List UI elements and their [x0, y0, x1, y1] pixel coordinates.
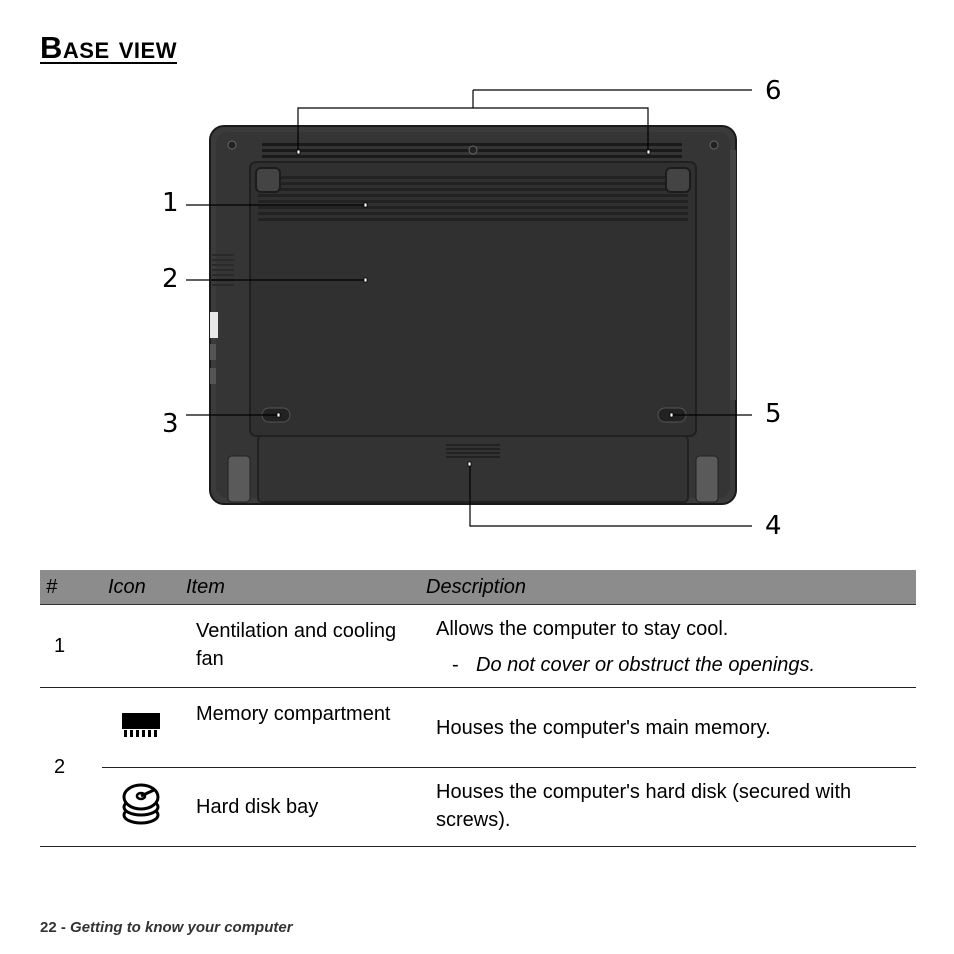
base-view-table: # Icon Item Description 1 Ventilation an… — [40, 570, 916, 847]
laptop-base-illustration — [186, 89, 752, 527]
table-row: 2 Memory compartment Houses the computer… — [40, 687, 916, 847]
footer-separator: - — [56, 919, 71, 936]
description-text: Allows the computer to stay cool. — [436, 618, 729, 640]
header-item: Item — [180, 570, 420, 605]
header-description: Description — [420, 570, 916, 605]
row-item: Hard disk bay — [180, 767, 420, 847]
header-icon: Icon — [102, 570, 180, 605]
callout-4: 4 — [765, 511, 782, 541]
row-icon-empty — [102, 604, 180, 688]
table-header-row: # Icon Item Description — [40, 570, 916, 605]
hard-disk-icon — [102, 767, 180, 847]
section-name: Getting to know your computer — [70, 919, 293, 936]
row-item: Memory compartment — [180, 687, 420, 768]
note-dash: - — [452, 654, 459, 676]
hinge-right — [695, 455, 719, 503]
screw — [468, 145, 478, 155]
rubber-foot — [665, 167, 691, 193]
page-number: 22 — [40, 919, 57, 936]
row-description: Houses the computer's main memory. — [420, 687, 916, 768]
leader-lines — [186, 89, 752, 527]
callout-1: 1 — [162, 188, 179, 218]
screw — [709, 140, 719, 150]
table-row: 1 Ventilation and cooling fan Allows the… — [40, 604, 916, 688]
callout-6: 6 — [765, 76, 782, 106]
row-description: Houses the computer's hard disk (secured… — [420, 767, 916, 847]
side-port — [210, 312, 218, 338]
row-number: 1 — [40, 604, 102, 688]
hdd-grille — [446, 444, 500, 458]
table-row: Hard disk bay Houses the computer's hard… — [40, 767, 916, 847]
memory-panel — [249, 161, 697, 437]
row-number: 2 — [40, 687, 102, 847]
note-text: Do not cover or obstruct the openings. — [476, 654, 816, 676]
panel-vent — [258, 176, 688, 221]
hinge-left — [227, 455, 251, 503]
memory-icon — [102, 687, 180, 768]
page-title: Base view — [40, 30, 177, 65]
right-edge — [730, 150, 736, 400]
row-description: Allows the computer to stay cool. -Do no… — [420, 604, 916, 688]
row-item: Ventilation and cooling fan — [180, 604, 420, 688]
callout-3: 3 — [162, 409, 179, 439]
screw — [227, 140, 237, 150]
side-port-2 — [210, 344, 216, 360]
callout-5: 5 — [765, 399, 782, 429]
callout-2: 2 — [162, 264, 179, 294]
laptop-base-figure: 1 2 3 4 5 6 — [162, 76, 782, 541]
header-num: # — [40, 570, 102, 605]
hard-disk-bay-cover — [257, 435, 689, 503]
rubber-foot — [255, 167, 281, 193]
description-note: -Do not cover or obstruct the openings. — [436, 651, 906, 679]
page-footer: 22 - Getting to know your computer — [40, 919, 293, 936]
side-port-3 — [210, 368, 216, 384]
